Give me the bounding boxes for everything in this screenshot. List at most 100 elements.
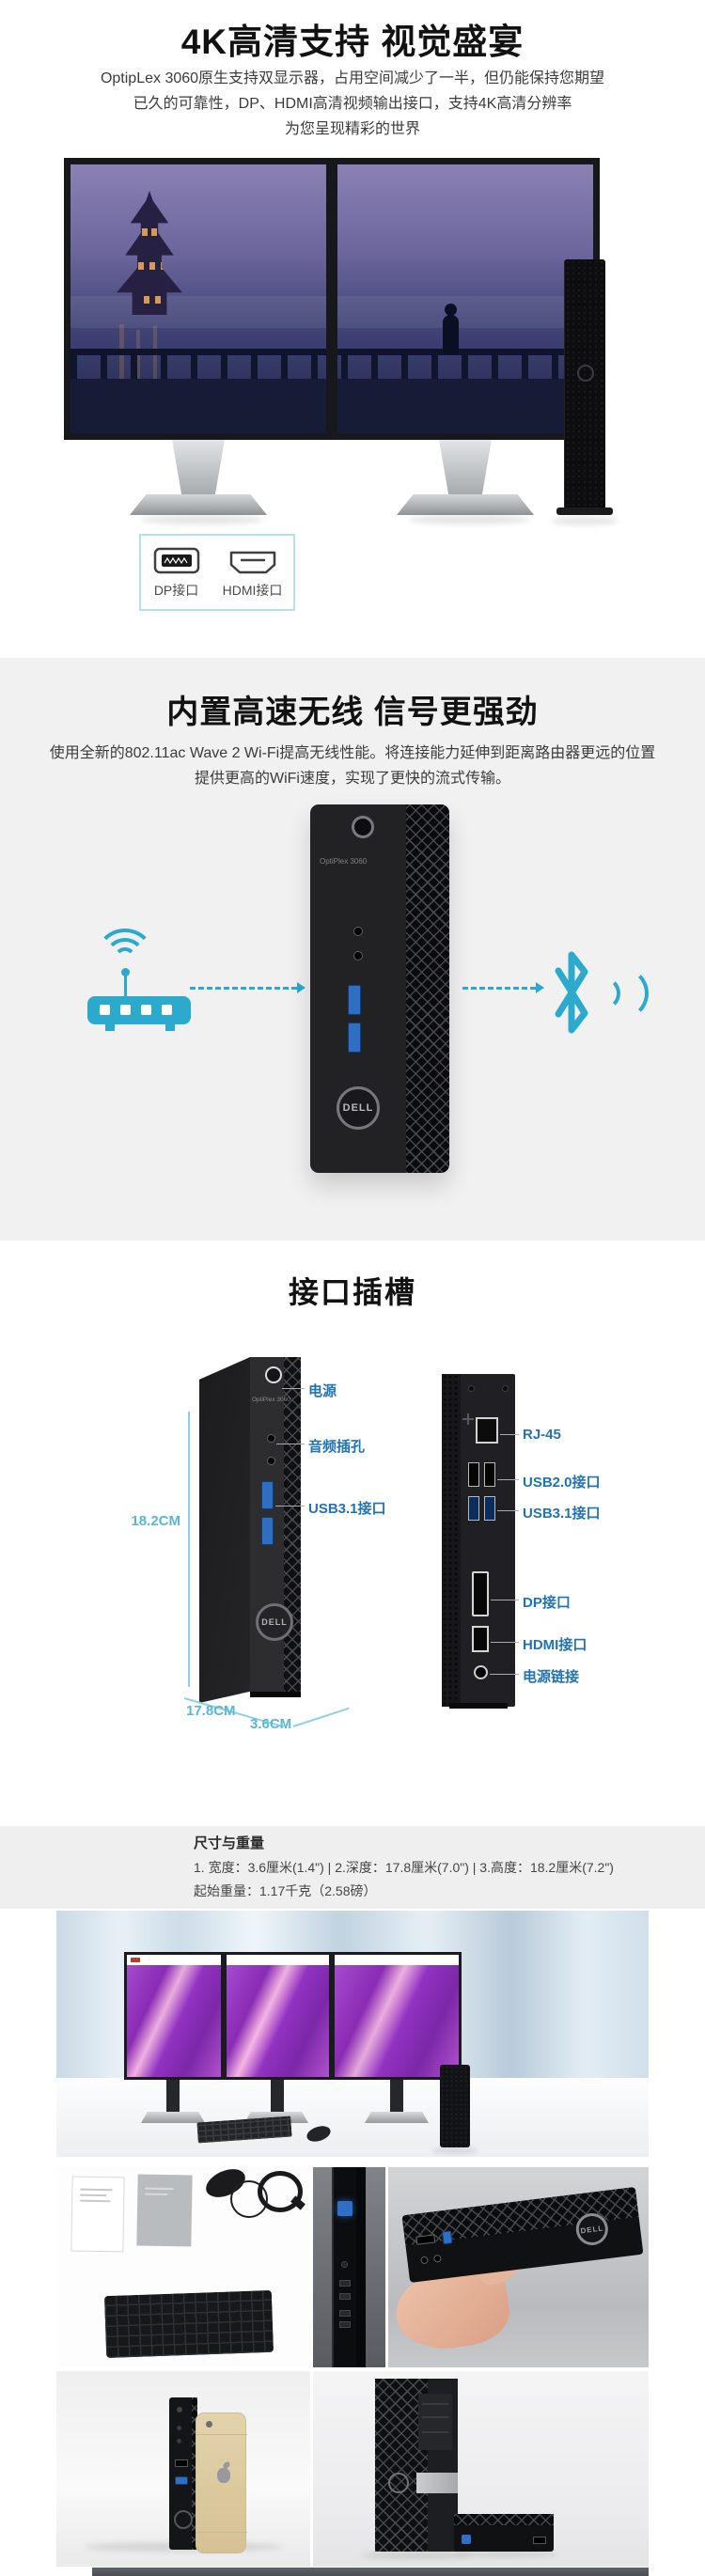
section-wifi-title: 内置高速无线 信号更强劲 xyxy=(166,695,539,730)
pagoda-window xyxy=(144,296,149,304)
keyboard xyxy=(103,2289,274,2359)
vent-texture xyxy=(284,1357,301,1692)
browser-logo-icon xyxy=(131,1958,140,1962)
shadow xyxy=(362,2552,471,2559)
device-model-label: OptiPlex 3060 xyxy=(252,1397,290,1403)
power-button-icon xyxy=(352,816,374,838)
dashed-connection-line xyxy=(462,987,536,990)
port-icon xyxy=(339,2280,351,2287)
router-port xyxy=(162,1005,172,1015)
arrow-icon xyxy=(536,982,544,993)
document-booklet xyxy=(136,2174,193,2247)
router-leg xyxy=(105,1024,115,1031)
drive-bay xyxy=(418,2394,452,2450)
rear-pc-foot xyxy=(449,1703,508,1709)
dell-badge-icon xyxy=(174,2510,193,2529)
device-model-label: OptiPlex 3060 xyxy=(320,857,368,866)
hdmi-port-label: HDMI接口 xyxy=(222,582,283,598)
audio-jack-icon xyxy=(267,1457,275,1465)
text-line xyxy=(145,2187,174,2191)
monitor-stand-base xyxy=(365,2112,429,2123)
monitor-stand-base xyxy=(141,2112,205,2123)
rj45-port-icon xyxy=(476,1417,498,1444)
router-leg xyxy=(165,1024,175,1031)
mini-pc-horizontal: DELL xyxy=(401,2187,644,2283)
lit-badge-icon xyxy=(462,2535,471,2544)
dell-badge-icon: DELL xyxy=(337,1086,380,1130)
bluetooth-signal-arc xyxy=(596,967,649,1020)
router-port xyxy=(141,1005,151,1015)
section-ports-title: 接口插槽 xyxy=(288,1275,416,1309)
desc-line: 已久的可靠性，DP、HDMI高清视频输出接口，支持4K高清分辨率 xyxy=(133,96,572,112)
bluetooth-rune-icon xyxy=(555,951,588,1034)
usb20-port-icon xyxy=(468,1462,479,1487)
monitor-stand-neck xyxy=(439,440,492,494)
bay-slot xyxy=(422,2403,448,2405)
shadow xyxy=(141,515,263,524)
pagoda-window xyxy=(155,296,161,304)
callout-line xyxy=(497,1479,519,1480)
monitor xyxy=(224,1952,332,2080)
router-port xyxy=(120,1005,131,1015)
callout-line xyxy=(497,1510,519,1511)
power-button-icon xyxy=(177,2407,182,2412)
next-photo-edge xyxy=(92,2568,649,2576)
bay-slot xyxy=(422,2431,448,2433)
power-button-icon xyxy=(341,2261,348,2268)
specs-section-background xyxy=(0,1826,705,1909)
mini-pc-tower xyxy=(440,2065,470,2147)
usb-port-icon xyxy=(348,985,361,1015)
dp-port-legend: DP接口 xyxy=(152,546,201,600)
desc-line: 使用全新的802.11ac Wave 2 Wi-Fi提高无线性能。将连接能力延伸… xyxy=(49,745,656,761)
text-line xyxy=(145,2193,168,2196)
dashed-connection-line xyxy=(190,987,297,990)
desktop-tower-pc xyxy=(375,2379,458,2552)
port-legend-box: DP接口 HDMI接口 xyxy=(139,534,295,611)
camera-icon xyxy=(206,2421,212,2428)
audio-jack-icon xyxy=(177,2426,181,2430)
lit-badge-icon xyxy=(337,2201,352,2216)
vent-texture xyxy=(192,2397,197,2550)
mini-pc-tower xyxy=(564,259,605,509)
monitor-stand-base xyxy=(130,494,267,515)
silver-trim xyxy=(416,2473,458,2493)
label-hdmi-port: HDMI接口 xyxy=(523,1637,588,1653)
mini-pc-stand xyxy=(556,507,613,515)
shadow xyxy=(551,517,619,525)
hdmi-port-icon xyxy=(175,2459,188,2467)
pc-shadow-edge xyxy=(356,2167,366,2367)
audio-jack-icon xyxy=(420,2256,429,2265)
label-dp-port: DP接口 xyxy=(523,1595,571,1611)
hdmi-port-legend: HDMI接口 xyxy=(222,546,283,600)
hand-holding-pc-photo: DELL xyxy=(388,2167,649,2367)
screw-icon xyxy=(468,1385,475,1392)
pc-edge-photo xyxy=(313,2167,385,2367)
apple-leaf-icon xyxy=(222,2460,231,2470)
pagoda-window xyxy=(138,262,144,270)
monitor-stand-neck xyxy=(390,2080,403,2112)
vent-hole-texture xyxy=(442,1374,461,1707)
monitor-screen xyxy=(227,1955,329,2077)
antenna-line xyxy=(196,2532,247,2533)
port-icon xyxy=(339,2310,351,2317)
callout-line xyxy=(490,1674,519,1675)
hdmi-port-icon xyxy=(229,551,275,573)
bluetooth-icon xyxy=(549,945,649,1047)
monitor-stand-base xyxy=(397,494,534,515)
section-wifi-description: 使用全新的802.11ac Wave 2 Wi-Fi提高无线性能。将连接能力延伸… xyxy=(0,741,705,791)
height-dimension-label: 18.2CM xyxy=(131,1513,180,1529)
label-power-button: 电源 xyxy=(308,1383,337,1399)
dp-port-icon xyxy=(472,1571,489,1616)
audio-jack-icon xyxy=(267,1434,275,1443)
person-silhouette xyxy=(443,315,459,354)
power-cord-coil xyxy=(258,2171,303,2212)
monitor-screen xyxy=(335,1955,459,2077)
width-dimension-line xyxy=(292,1707,350,1727)
usb-port-icon xyxy=(441,2230,453,2245)
document-sheet xyxy=(70,2176,125,2253)
power-button-icon xyxy=(265,1366,282,1383)
text-line xyxy=(80,2199,111,2203)
desk-setup-photo xyxy=(56,1911,649,2157)
mini-pc-lying-flat xyxy=(454,2514,554,2552)
